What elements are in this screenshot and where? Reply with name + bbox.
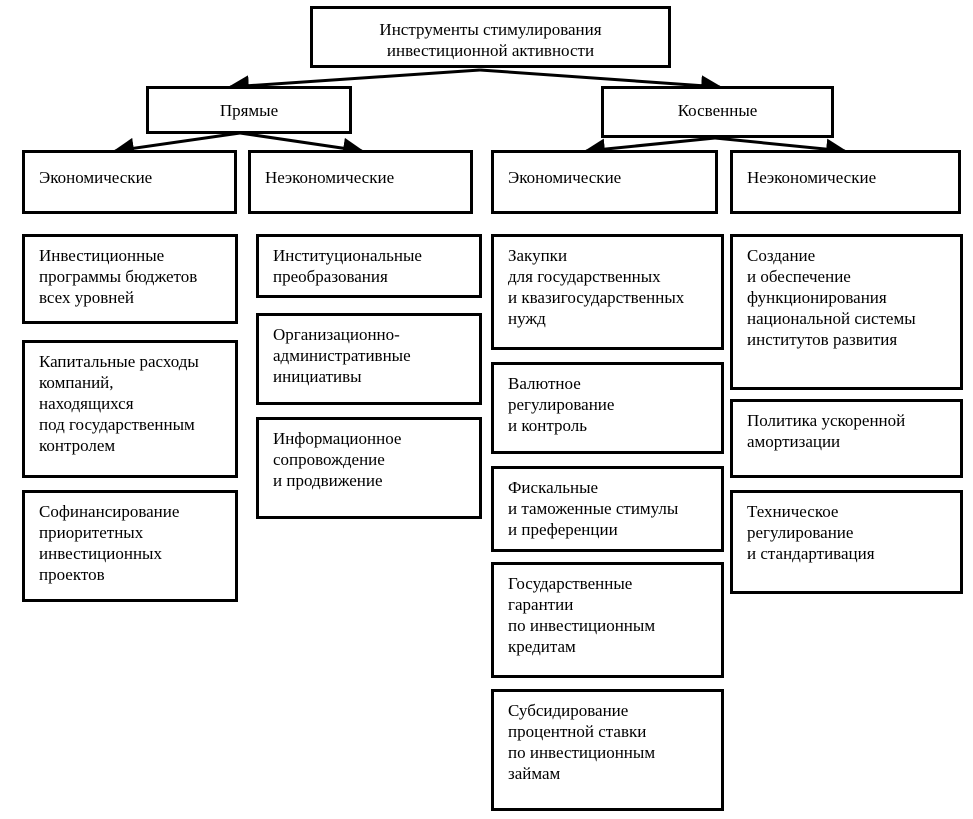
indirect-noneconomic-item: Политика ускоренной амортизации	[730, 399, 963, 478]
indirect-economic-item: Валютное регулирование и контроль	[491, 362, 724, 454]
indirect-economic-item: Государственные гарантии по инвестиционн…	[491, 562, 724, 678]
arrow-direct-to-economic	[112, 131, 241, 159]
indirect-noneconomic-node: Неэкономические	[730, 150, 961, 214]
direct-noneconomic-item: Институциональные преобразования	[256, 234, 482, 298]
indirect-noneconomic-item: Техническое регулирование и стандартивац…	[730, 490, 963, 594]
direct-node: Прямые	[146, 86, 352, 134]
direct-economic-node: Экономические	[22, 150, 237, 214]
arrow-direct-to-noneconomic	[239, 131, 365, 159]
indirect-economic-node: Экономические	[491, 150, 718, 214]
arrow-indirect-to-noneconomic	[714, 136, 848, 160]
direct-noneconomic-item: Организационно- административные инициат…	[256, 313, 482, 405]
direct-noneconomic-node: Неэкономические	[248, 150, 473, 214]
arrow-indirect-to-economic	[583, 136, 716, 160]
root-node: Инструменты стимулирования инвестиционно…	[310, 6, 671, 68]
direct-economic-item: Инвестиционные программы бюджетов всех у…	[22, 234, 238, 324]
indirect-node: Косвенные	[601, 86, 834, 138]
direct-noneconomic-item: Информационное сопровождение и продвижен…	[256, 417, 482, 519]
indirect-economic-item: Субсидирование процентной ставки по инве…	[491, 689, 724, 811]
arrow-root-to-direct	[227, 68, 481, 97]
arrow-root-to-indirect	[479, 68, 723, 97]
indirect-economic-item: Фискальные и таможенные стимулы и префер…	[491, 466, 724, 552]
direct-economic-item: Капитальные расходы компаний, находящихс…	[22, 340, 238, 478]
direct-economic-item: Софинансирование приоритетных инвестицио…	[22, 490, 238, 602]
indirect-economic-item: Закупки для государственных и квазигосуд…	[491, 234, 724, 350]
indirect-noneconomic-item: Создание и обеспечение функционирования …	[730, 234, 963, 390]
